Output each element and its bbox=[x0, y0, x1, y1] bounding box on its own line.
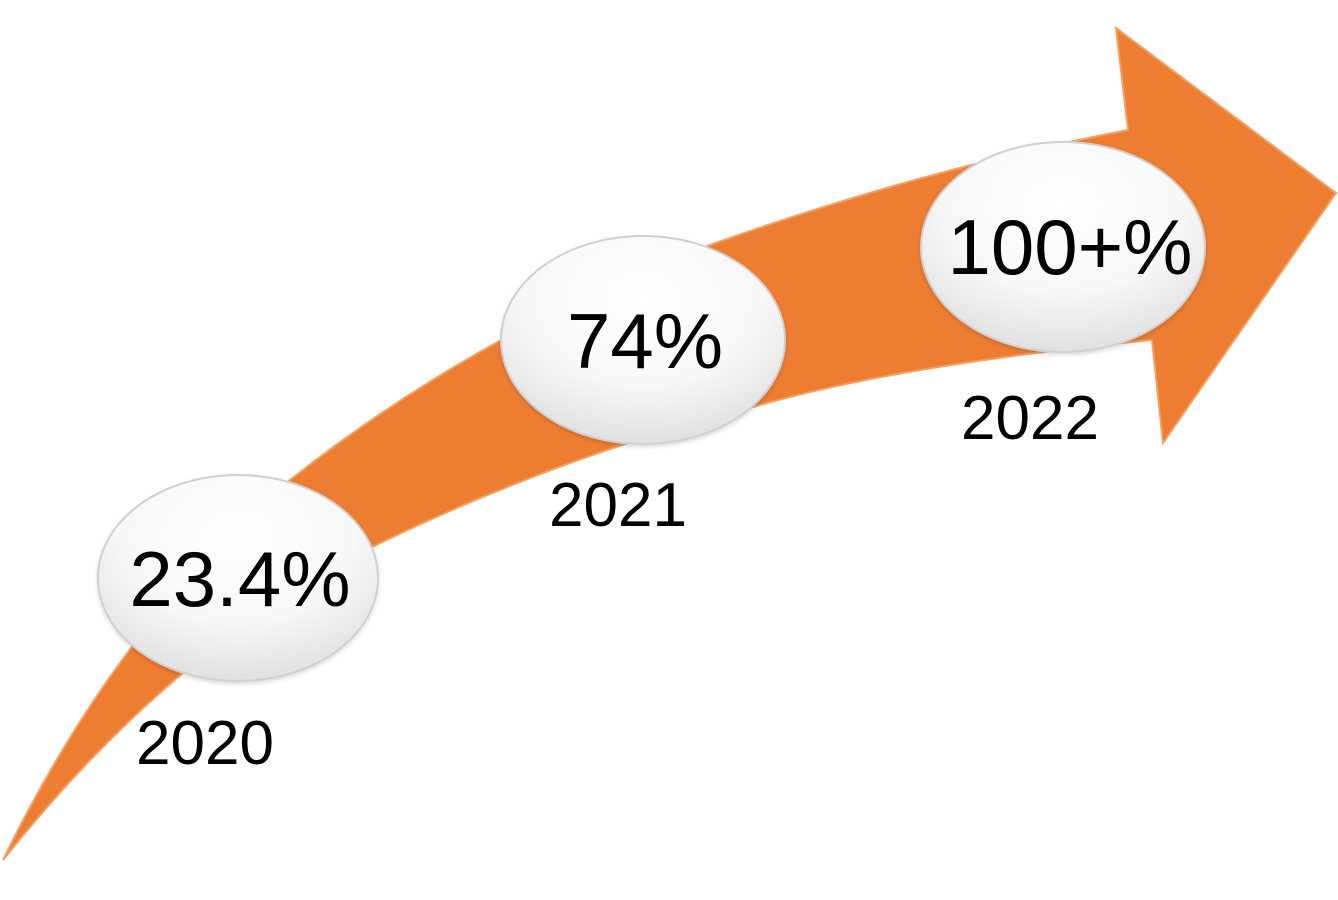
value-bubble bbox=[920, 141, 1206, 353]
milestone-2020: 23.4% 2020 bbox=[97, 474, 379, 778]
milestone-value: 100+% bbox=[947, 203, 1192, 291]
milestone-year: 2021 bbox=[549, 471, 687, 540]
milestone-value: 74% bbox=[567, 297, 723, 385]
value-bubble bbox=[97, 474, 379, 682]
value-bubble bbox=[500, 235, 786, 445]
milestone-2022: 100+% 2022 bbox=[920, 141, 1206, 453]
milestone-value: 23.4% bbox=[129, 535, 350, 623]
milestone-year: 2022 bbox=[961, 384, 1099, 453]
milestone-year: 2020 bbox=[136, 709, 274, 778]
milestone-2021: 74% 2021 bbox=[500, 235, 786, 540]
